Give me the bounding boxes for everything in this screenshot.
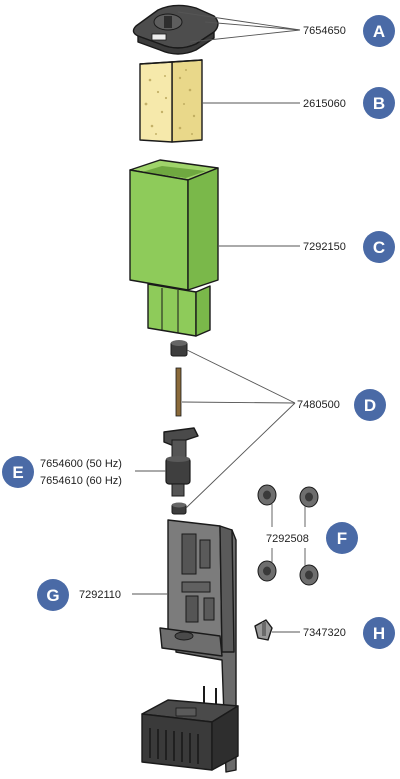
part-f-foot	[257, 484, 277, 506]
part-f-foot	[257, 560, 277, 582]
part-d-shaft	[175, 367, 182, 417]
part-h-number: 7347320	[303, 627, 346, 639]
part-f-foot	[299, 564, 319, 586]
badge-h: H	[363, 617, 395, 649]
part-f-feet	[257, 484, 319, 586]
motor-block	[141, 686, 239, 771]
badge-d-letter: D	[364, 396, 376, 415]
part-e-impeller	[163, 427, 199, 497]
part-c-number: 7292150	[303, 241, 346, 253]
part-f-foot	[299, 486, 319, 508]
badge-b: B	[363, 87, 395, 119]
part-a-lid	[132, 4, 219, 55]
part-a-leaders	[177, 11, 301, 43]
part-d-leaders	[181, 349, 296, 509]
badge-h-letter: H	[373, 624, 385, 643]
part-c-basket	[129, 159, 219, 337]
badge-a: A	[363, 15, 395, 47]
badge-g-letter: G	[46, 586, 59, 605]
badge-c: C	[363, 231, 395, 263]
badge-e: E	[2, 456, 34, 488]
part-g-number: 7292110	[79, 589, 121, 601]
part-b-sponge	[139, 59, 203, 143]
badge-f-letter: F	[337, 529, 347, 548]
part-a-number: 7654650	[303, 25, 346, 37]
badge-b-letter: B	[373, 94, 385, 113]
badge-c-letter: C	[373, 238, 385, 257]
badge-e-letter: E	[12, 463, 23, 482]
part-d-bushing-top	[170, 340, 188, 357]
part-e-number-50hz: 7654600 (50 Hz)	[40, 458, 122, 470]
part-b-number: 2615060	[303, 98, 346, 110]
part-h-clip	[254, 619, 273, 641]
part-f-leaders	[271, 504, 306, 566]
badge-f: F	[326, 522, 358, 554]
part-d-number: 7480500	[297, 399, 340, 411]
part-g-housing	[159, 519, 237, 773]
badge-g: G	[37, 579, 69, 611]
part-e-number-60hz: 7654610 (60 Hz)	[40, 475, 122, 487]
part-f-number: 7292508	[266, 533, 309, 545]
badge-a-letter: A	[373, 22, 385, 41]
part-d-bushing-bottom	[171, 502, 187, 515]
badge-d: D	[354, 389, 386, 421]
